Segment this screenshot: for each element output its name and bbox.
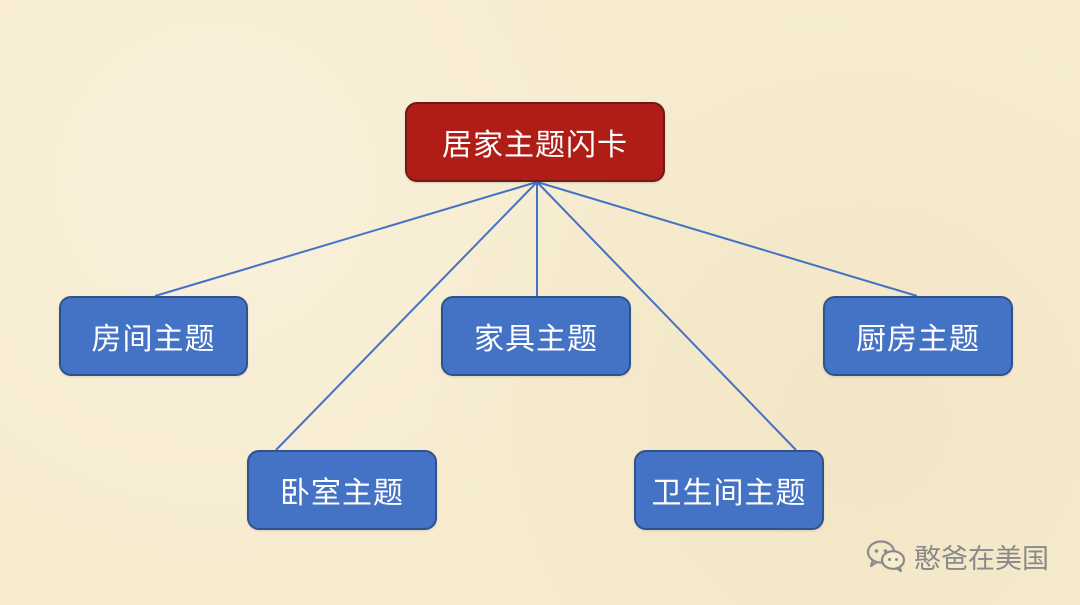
node-bathroom-label: 卫生间主题 xyxy=(651,476,807,511)
watermark: 憨爸在美国 xyxy=(866,536,1049,576)
connector-kitchen xyxy=(536,181,918,297)
wechat-icon xyxy=(866,540,906,573)
node-furniture-label: 家具主题 xyxy=(474,322,598,357)
node-room-label: 房间主题 xyxy=(91,322,216,357)
root-node: 居家主题闪卡 xyxy=(405,102,665,182)
root-node-label: 居家主题闪卡 xyxy=(442,128,628,163)
node-kitchen: 厨房主题 xyxy=(823,296,1013,376)
connector-bedroom xyxy=(275,181,538,451)
node-bedroom-label: 卧室主题 xyxy=(280,476,404,511)
node-bathroom: 卫生间主题 xyxy=(634,450,824,530)
connector-bathroom xyxy=(536,181,797,451)
node-kitchen-label: 厨房主题 xyxy=(856,322,980,357)
watermark-text: 憨爸在美国 xyxy=(914,543,1049,575)
node-bedroom: 卧室主题 xyxy=(247,450,437,530)
node-furniture: 家具主题 xyxy=(441,296,631,376)
node-room: 房间主题 xyxy=(59,296,248,376)
connector-room xyxy=(154,181,538,297)
